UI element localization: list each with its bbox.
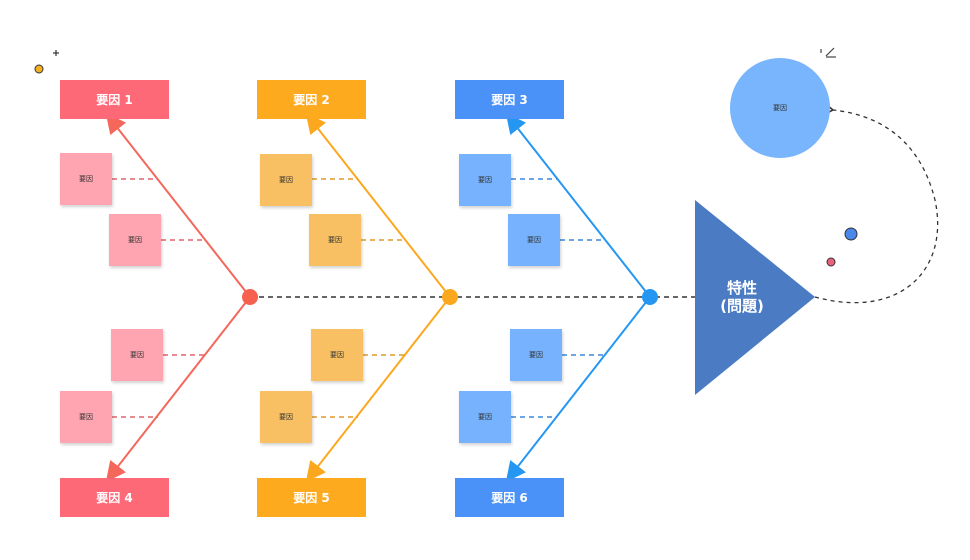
sub-cause-sticky[interactable]: 要因 — [459, 154, 511, 206]
sub-cause-sticky[interactable]: 要因 — [260, 391, 312, 443]
sub-cause-sticky[interactable]: 要因 — [60, 391, 112, 443]
sub-cause-sticky[interactable]: 要因 — [459, 391, 511, 443]
sub-cause-sticky[interactable]: 要因 — [309, 214, 361, 266]
bone-6 — [505, 296, 651, 482]
fish-head[interactable] — [695, 200, 815, 395]
joint-dot-orange — [442, 289, 458, 305]
sparkle-icon — [820, 47, 836, 58]
bone-2 — [305, 113, 451, 298]
problem-label-line2: (問題) — [720, 297, 764, 315]
category-header-2[interactable]: 要因 2 — [257, 80, 366, 119]
bone-5 — [305, 296, 451, 482]
sub-cause-sticky[interactable]: 要因 — [508, 214, 560, 266]
category-header-5[interactable]: 要因 5 — [257, 478, 366, 517]
category-header-6[interactable]: 要因 6 — [455, 478, 564, 517]
sub-cause-sticky[interactable]: 要因 — [109, 214, 161, 266]
decor-dot-yellow — [34, 64, 44, 74]
circle-cause-node[interactable]: 要因 — [730, 58, 830, 158]
bone-3 — [505, 113, 651, 298]
plus-icon — [53, 50, 59, 56]
sub-cause-sticky[interactable]: 要因 — [311, 329, 363, 381]
category-header-4[interactable]: 要因 4 — [60, 478, 169, 517]
joint-dot-blue — [642, 289, 658, 305]
category-header-1[interactable]: 要因 1 — [60, 80, 169, 119]
sub-cause-sticky[interactable]: 要因 — [111, 329, 163, 381]
curved-connector — [814, 103, 939, 304]
decor-dot-pink — [826, 257, 836, 267]
joint-dot-red — [242, 289, 258, 305]
decor-dot-blue — [844, 227, 858, 241]
sub-cause-sticky[interactable]: 要因 — [260, 154, 312, 206]
sub-cause-sticky[interactable]: 要因 — [510, 329, 562, 381]
bone-1 — [105, 113, 251, 298]
category-header-3[interactable]: 要因 3 — [455, 80, 564, 119]
problem-label-line1: 特性 — [726, 279, 757, 297]
bone-4 — [105, 296, 251, 482]
problem-label: 特性 (問題) — [697, 279, 787, 315]
sub-cause-sticky[interactable]: 要因 — [60, 153, 112, 205]
